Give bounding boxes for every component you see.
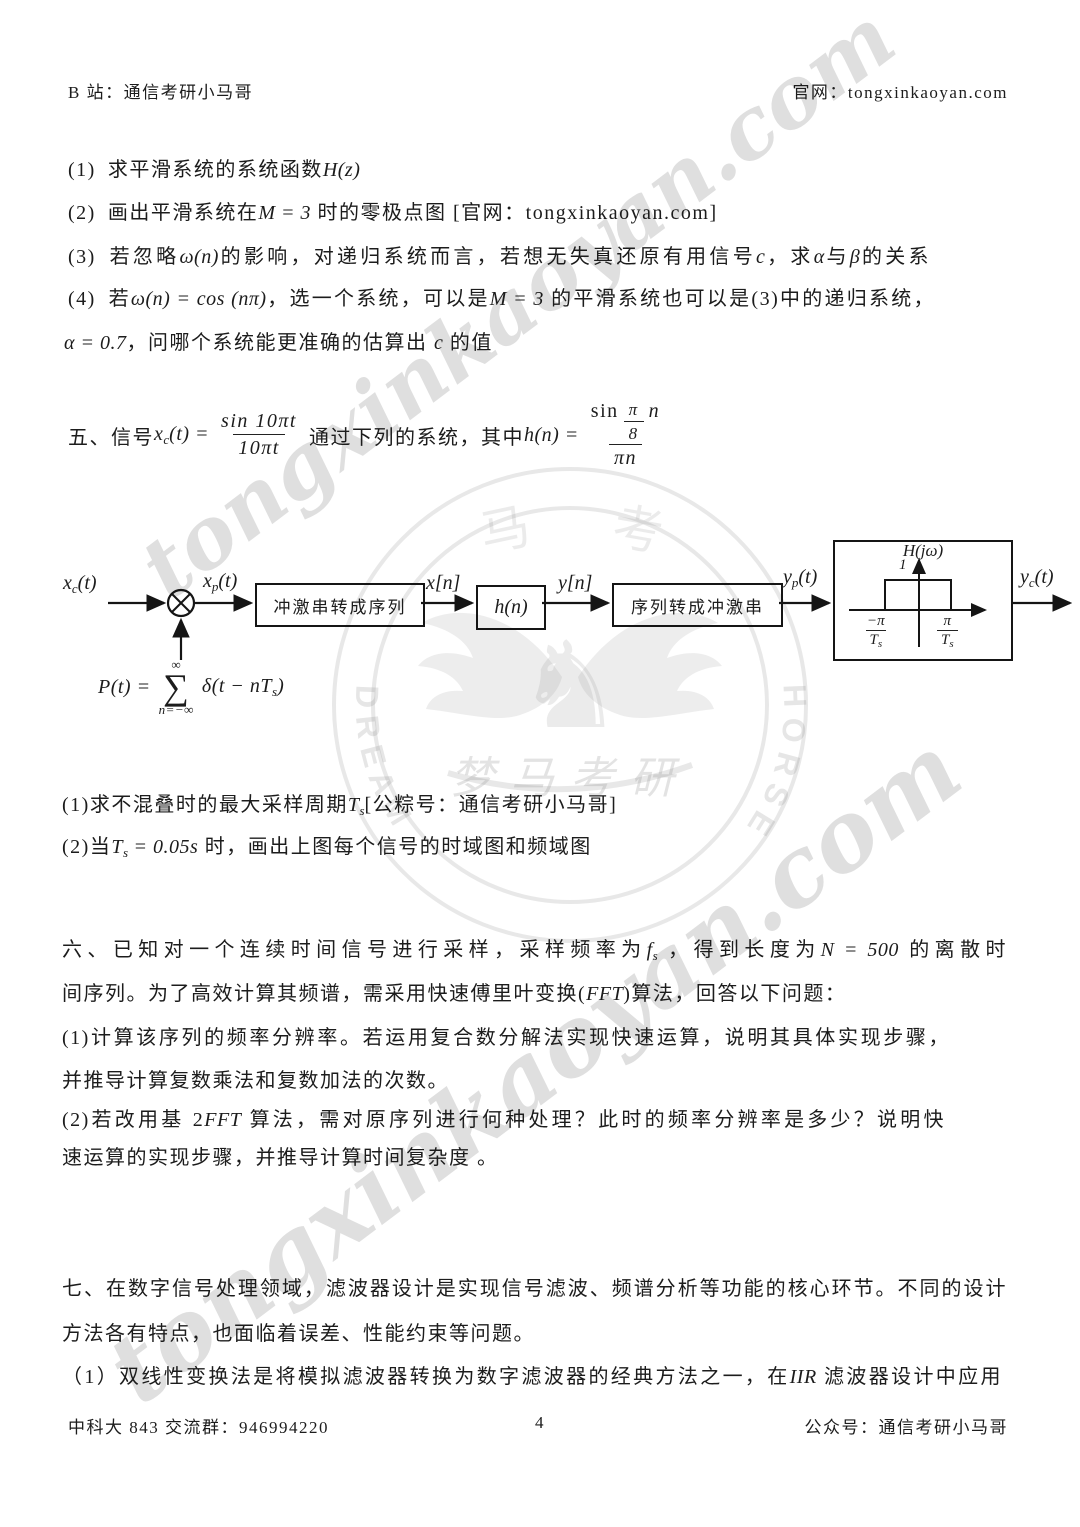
signal-xc: xc(t) =	[154, 422, 210, 447]
fraction-sinc: sin 10πt 10πt	[221, 410, 297, 459]
section6-line2: 间序列。为了高效计算其频谱，需采用快速傅里叶变换(FFT)算法，回答以下问题：	[62, 983, 847, 1005]
section5-intro: 五、信号 xc(t) = sin 10πt 10πt 通过下列的系统，其中 h(…	[68, 396, 672, 474]
header-left: B 站：通信考研小马哥	[68, 83, 254, 102]
section7-line1: 七、在数字信号处理领域，滤波器设计是实现信号滤波、频谱分析等功能的核心环节。不同…	[62, 1278, 1007, 1300]
header-right: 官网：tongxinkaoyan.com	[792, 83, 1008, 102]
section6-q2-line2: 速运算的实现步骤，并推导计算时间复杂度 。	[62, 1147, 499, 1169]
item-3: (3)若忽略ω(n)的影响，对递归系统而言，若想无失真还原有用信号c，求α与β的…	[68, 246, 931, 268]
signal-label-xp: xp(t)	[203, 570, 238, 594]
section6-q2-line1: (2)若改用基 2FFT 算法，需对原序列进行何种处理？此时的频率分辨率是多少？…	[62, 1109, 946, 1131]
block-hn: h(n)	[476, 585, 546, 630]
section6-line1: 六、已知对一个连续时间信号进行采样，采样频率为fs ，得到长度为N = 500 …	[62, 939, 1008, 963]
item-1: (1)求平滑系统的系统函数H(z)	[68, 159, 361, 181]
section5-question-1: (1)求不混叠时的最大采样周期Ts[公粽号：通信考研小马哥]	[62, 794, 618, 818]
item-2: (2)画出平滑系统在M = 3 时的零极点图 [官网：tongxinkaoyan…	[68, 202, 718, 224]
summation-symbol: ∞ ∑ n=−∞	[158, 657, 194, 718]
signal-label-yn: y[n]	[558, 572, 593, 594]
impulse-train-formula: P(t) = ∞ ∑ n=−∞ δ(t − nTs)	[98, 657, 285, 718]
section5-question-2: (2)当Ts = 0.05s 时，画出上图每个信号的时域图和频域图	[62, 836, 592, 860]
filter-left-cutoff: −π Ts	[865, 613, 887, 650]
footer-right: 公众号：通信考研小马哥	[804, 1418, 1008, 1437]
item-4-line2: α = 0.7，问哪个系统能更准确的估算出 c 的值	[64, 332, 493, 354]
footer-left: 中科大 843 交流群：946994220	[68, 1418, 329, 1437]
block-diagram: xc(t) xp(t) 冲激串转成序列 x[n] h(n) y[n] 序列转成冲…	[0, 530, 1080, 742]
filter-graph	[849, 558, 987, 647]
section7-item1: （1）双线性变换法是将模拟滤波器转换为数字滤波器的经典方法之一，在IIR 滤波器…	[62, 1366, 1003, 1388]
filter-gain-label: 1	[899, 557, 907, 573]
diagram-wires	[108, 588, 1073, 660]
signal-label-xc: xc(t)	[63, 572, 97, 596]
block-sequence-to-impulse: 序列转成冲激串	[612, 583, 783, 627]
signal-label-yc: yc(t)	[1020, 566, 1054, 590]
signal-label-yp: yp(t)	[783, 566, 818, 590]
section6-q1-line1: (1)计算该序列的频率分辨率。若运用复合数分解法实现快速运算，说明其具体实现步骤…	[62, 1027, 950, 1049]
block-impulse-to-sequence: 冲激串转成序列	[255, 583, 425, 627]
filter-title: H(jω)	[902, 541, 944, 560]
section7-line2: 方法各有特点，也面临着误差、性能约束等问题。	[62, 1323, 535, 1345]
logo-swoosh	[447, 762, 694, 793]
signal-label-xn: x[n]	[426, 572, 461, 594]
section6-q1-line2: 并推导计算复数乘法和复数加法的次数。	[62, 1070, 449, 1092]
filter-box: H(jω) 1 −π Ts π Ts	[833, 540, 1013, 661]
footer-page-number: 4	[535, 1413, 545, 1432]
item-4-line1: (4)若ω(n) = cos (nπ)，选一个系统，可以是M = 3 的平滑系统…	[68, 288, 935, 310]
filter-right-cutoff: π Ts	[937, 613, 958, 650]
multiplier-node	[166, 588, 196, 618]
